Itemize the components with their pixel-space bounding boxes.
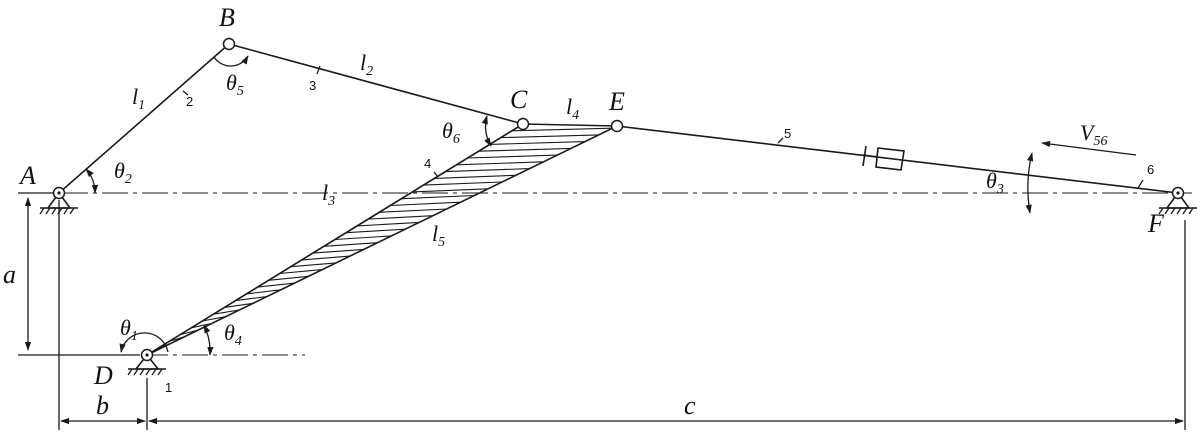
label-l4: l4 bbox=[566, 94, 579, 123]
angle-arc-theta5 bbox=[213, 55, 249, 67]
member-number-1: 1 bbox=[165, 380, 172, 395]
hatch-line bbox=[301, 255, 350, 261]
hatch-line bbox=[445, 168, 530, 173]
member-number-2: 2 bbox=[186, 94, 193, 109]
hatch-line bbox=[357, 221, 420, 227]
label-point-F: F bbox=[1147, 209, 1165, 238]
label-theta5: θ5 bbox=[226, 70, 244, 99]
hatch-line bbox=[312, 248, 364, 254]
link-DC bbox=[146, 123, 524, 356]
label-theta4: θ4 bbox=[224, 320, 242, 349]
label-l1: l1 bbox=[132, 84, 145, 113]
hatch-line bbox=[511, 127, 613, 132]
hatch-line bbox=[213, 309, 240, 315]
label-theta3: θ3 bbox=[986, 168, 1004, 197]
hatch-line bbox=[257, 282, 295, 288]
hatch-line bbox=[467, 154, 558, 159]
label-point-C: C bbox=[510, 85, 528, 114]
angle-arc-theta4 bbox=[203, 324, 214, 356]
hatch-line bbox=[202, 316, 226, 322]
hatch-line bbox=[412, 188, 489, 193]
hatch-line bbox=[434, 174, 516, 179]
velocity-arrow bbox=[1041, 140, 1137, 156]
link-BC bbox=[228, 43, 524, 125]
label-point-A: A bbox=[18, 161, 36, 190]
label-theta2: θ2 bbox=[114, 158, 132, 187]
hatch-line bbox=[390, 201, 461, 207]
label-theta1: θ1 bbox=[120, 315, 138, 344]
hatch-line bbox=[489, 141, 585, 145]
hatch-line bbox=[379, 208, 447, 213]
label-point-D: D bbox=[93, 361, 113, 390]
joint-C bbox=[516, 117, 530, 131]
label-point-E: E bbox=[608, 87, 625, 116]
member-number-5: 5 bbox=[784, 126, 791, 141]
hatch-line bbox=[279, 269, 323, 275]
hatch-line bbox=[246, 289, 281, 295]
ground-support-D bbox=[127, 353, 166, 376]
angle-arc-theta1 bbox=[119, 332, 169, 353]
member-number-6: 6 bbox=[1147, 162, 1154, 177]
hatch-line bbox=[323, 242, 378, 247]
hatch-line bbox=[346, 228, 406, 234]
dimension-a bbox=[18, 192, 140, 356]
joint-B bbox=[222, 37, 236, 51]
link-AB bbox=[58, 43, 230, 194]
hatch-line bbox=[290, 262, 337, 268]
joint-E bbox=[610, 119, 624, 133]
label-theta6: θ6 bbox=[442, 118, 460, 147]
label-point-B: B bbox=[219, 3, 235, 32]
hatch-line bbox=[334, 235, 392, 241]
angle-arc-theta2 bbox=[85, 168, 99, 194]
ternary-link-hatching bbox=[157, 127, 613, 349]
hatch-line bbox=[478, 147, 572, 152]
angle-arc-theta3 bbox=[1025, 152, 1034, 214]
label-l5: l5 bbox=[432, 221, 445, 250]
label-velocity: V56 bbox=[1080, 120, 1107, 149]
hatch-line bbox=[500, 134, 599, 139]
link-EF bbox=[616, 125, 1179, 194]
label-dim-b: b bbox=[96, 391, 109, 420]
ternary-link-CED bbox=[146, 123, 618, 356]
label-l2: l2 bbox=[360, 50, 373, 79]
label-dim-c: c bbox=[684, 391, 696, 420]
hatch-line bbox=[401, 194, 475, 200]
hatch-line bbox=[235, 295, 268, 302]
hatch-line bbox=[456, 161, 544, 166]
label-dim-a: a bbox=[3, 260, 16, 289]
slider-cylinder bbox=[862, 145, 905, 171]
label-l3: l3 bbox=[322, 180, 335, 209]
member-number-3: 3 bbox=[309, 78, 316, 93]
hatch-line bbox=[224, 302, 254, 308]
hatch-line bbox=[423, 181, 502, 186]
angle-arc-theta6 bbox=[481, 115, 492, 147]
ground-support-F bbox=[1158, 191, 1197, 215]
hatch-line bbox=[368, 215, 433, 220]
hatch-line bbox=[268, 275, 309, 281]
member-number-4: 4 bbox=[424, 156, 431, 171]
